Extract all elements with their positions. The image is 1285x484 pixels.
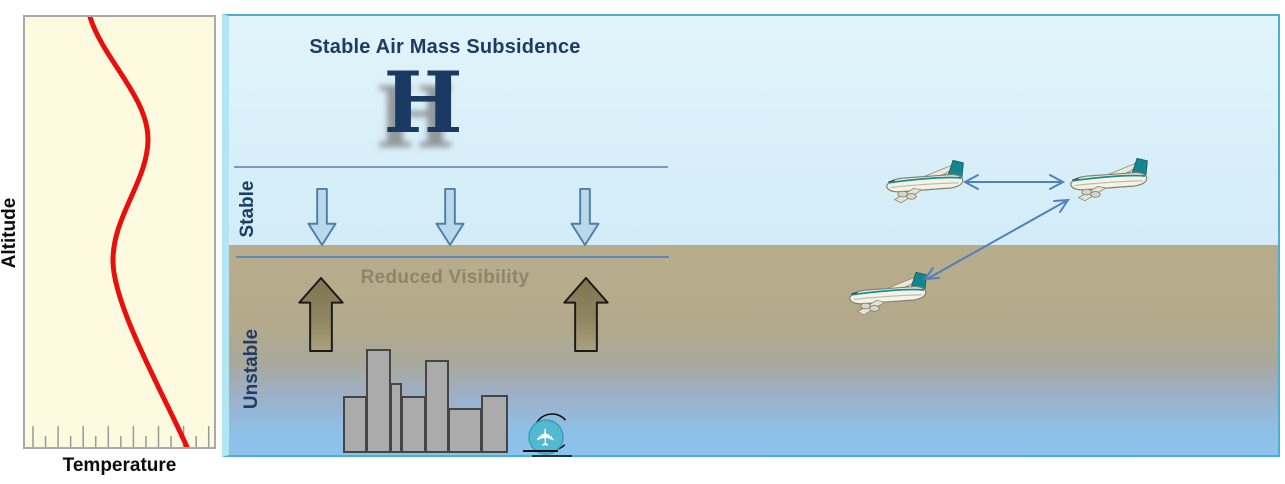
temperature-altitude-graph bbox=[23, 15, 216, 449]
down-arrow-icon bbox=[307, 188, 337, 246]
airplane-icon bbox=[883, 158, 967, 206]
down-arrow-icon bbox=[570, 188, 600, 246]
stable-zone-label: Stable bbox=[237, 180, 258, 238]
down-arrow-icon bbox=[435, 188, 465, 246]
building bbox=[448, 408, 482, 453]
temperature-profile-plot bbox=[32, 17, 210, 447]
inversion-line bbox=[236, 256, 669, 258]
airplane-glyph: ✈ bbox=[533, 427, 560, 447]
airport-icon: ✈ bbox=[523, 413, 572, 457]
subsidence-top-line bbox=[234, 166, 668, 168]
diagram-title: Stable Air Mass Subsidence bbox=[309, 36, 581, 58]
reduced-visibility-label: Reduced Visibility bbox=[360, 267, 530, 288]
up-arrow-icon bbox=[563, 276, 609, 353]
building bbox=[343, 396, 367, 453]
unstable-zone-label: Unstable bbox=[241, 328, 262, 410]
airmass-diagram-panel: Stable Air Mass Subsidence H Stable Unst… bbox=[222, 14, 1280, 457]
temperature-curve bbox=[87, 17, 190, 447]
building bbox=[425, 360, 449, 453]
building bbox=[401, 396, 426, 453]
temperature-axis-label: Temperature bbox=[62, 455, 177, 476]
high-pressure-symbol: H bbox=[383, 53, 463, 152]
building bbox=[366, 349, 391, 453]
airplane-icon bbox=[846, 270, 930, 318]
building bbox=[481, 395, 508, 453]
altitude-axis-label: Altitude bbox=[0, 197, 20, 269]
up-arrow-icon bbox=[298, 276, 344, 353]
airplane-icon bbox=[1067, 156, 1151, 204]
